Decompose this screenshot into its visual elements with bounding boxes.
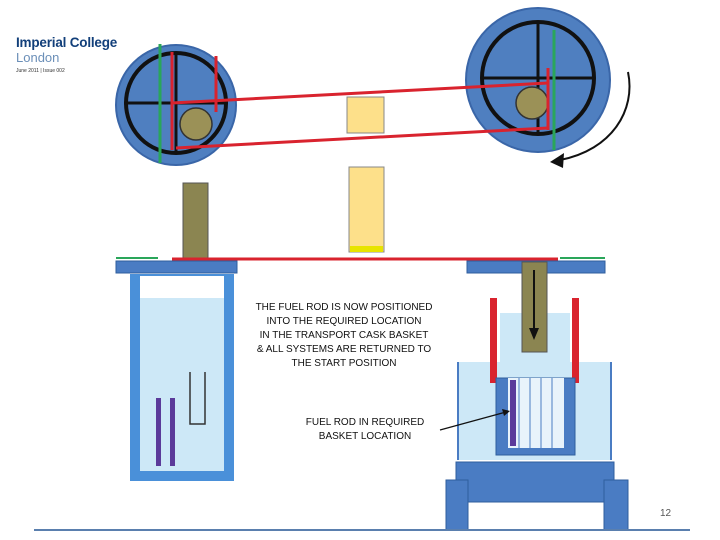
logo-london: London [16,50,60,65]
page-number: 12 [660,508,672,519]
fuel-carrier-block [346,96,385,134]
cask-trolley [455,461,615,503]
rod-location-caption: FUEL ROD IN REQUIRED BASKET LOCATION [305,417,425,442]
fuel-rod-in-basket [510,380,516,446]
logo-imperial-college: Imperial College [16,35,118,50]
callout-arrow [439,409,510,431]
trolley-leg-right [603,479,629,531]
document-date-issue: June 2011 | Issue 002 [16,68,65,74]
trolley-leg-left [445,479,469,531]
drive-belt [170,52,550,150]
stored-rod [156,398,161,466]
rod-holder [189,372,206,425]
rotation-arrow [550,71,631,168]
cask-lid-right [572,298,579,383]
fuel-rod-hanging [348,166,385,253]
transport-cask-area [445,261,629,531]
down-arrow-icon [529,328,539,340]
left-pulley [115,44,237,166]
cask-lid-left [490,298,497,383]
main-caption: THE FUEL ROD IS NOW POSITIONED INTO THE … [255,302,433,369]
stored-rod [170,398,175,466]
left-storage-pool [130,274,234,481]
left-deck-plate [115,257,238,274]
right-pulley [465,7,611,153]
